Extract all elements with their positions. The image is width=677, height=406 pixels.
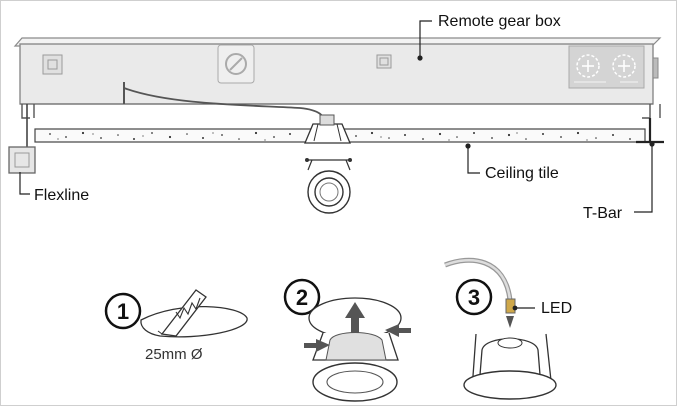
ceiling-tile-label: Ceiling tile [485, 165, 559, 182]
remote-gear-box-label: Remote gear box [438, 13, 561, 30]
gear-box-leader [419, 20, 432, 58]
flexline-label: Flexline [34, 187, 89, 204]
step-2-number: 2 [296, 285, 308, 310]
hole-size-caption: 25mm Ø [145, 346, 203, 363]
step-1: 1 25mm Ø [104, 289, 248, 363]
flexline-junction-box [8, 104, 36, 174]
led-label: LED [541, 300, 572, 317]
power-icon [42, 54, 63, 75]
arrow-down-icon [506, 316, 514, 328]
remote-gear-box [13, 37, 662, 119]
arrow-right-icon [304, 339, 330, 352]
arrow-up-icon [345, 302, 365, 333]
downlight-installed [304, 114, 352, 214]
flexline-leader [19, 172, 30, 195]
terminal-panel [568, 45, 645, 89]
t-bar [636, 118, 664, 144]
screw-slot-icon [217, 44, 255, 84]
terminal-plus-icon [612, 54, 636, 78]
step-1-number: 1 [117, 299, 129, 324]
step-1-badge [104, 292, 142, 330]
t-bar-leader [634, 144, 653, 213]
step-3-badge [455, 278, 493, 316]
t-bar-label: T-Bar [583, 205, 623, 222]
arrow-left-icon [385, 324, 411, 337]
saw-icon [157, 289, 207, 337]
step-3-number: 3 [468, 285, 480, 310]
socket-icon [376, 54, 392, 69]
led-connector [505, 298, 516, 314]
step-3: 3 LED [444, 257, 572, 400]
ceiling-tile-leader [467, 146, 480, 174]
step-2-badge [283, 278, 321, 316]
step-2: 2 [283, 278, 411, 402]
terminal-plus-icon [576, 54, 600, 78]
